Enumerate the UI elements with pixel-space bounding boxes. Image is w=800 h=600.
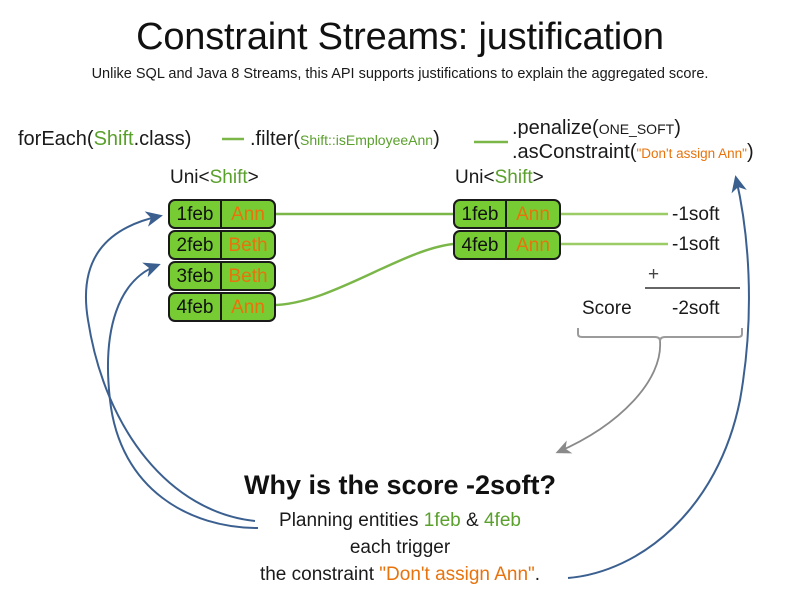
- as-constraint-prefix: .asConstraint(: [512, 141, 637, 163]
- explanation-line-1: Planning entities 1feb & 4feb: [0, 510, 800, 532]
- as-constraint-name: "Don't assign Ann": [636, 146, 747, 161]
- penalize-suffix: ): [674, 117, 681, 139]
- shift-chip-date: 1feb: [455, 201, 507, 227]
- shift-chip-date: 1feb: [170, 201, 222, 227]
- explanation-line3-suffix: .: [534, 564, 541, 585]
- code-penalize: .penalize(ONE_SOFT): [512, 117, 681, 140]
- code-as-constraint: .asConstraint("Don't assign Ann"): [512, 141, 754, 164]
- shift-chip-employee: Ann: [231, 203, 265, 225]
- explanation-line-3: the constraint "Don't assign Ann".: [0, 564, 800, 586]
- shift-stack-left: 1feb Ann 2feb Beth 3feb Beth 4feb Ann: [168, 199, 276, 323]
- explanation-line-2: each trigger: [349, 537, 451, 558]
- filter-prefix: .filter(: [250, 128, 300, 150]
- filter-suffix: ): [433, 128, 440, 150]
- uni-left-type: Shift: [209, 167, 248, 188]
- shift-chip[interactable]: 1feb Ann: [453, 199, 561, 229]
- shift-chip[interactable]: 1feb Ann: [168, 199, 276, 229]
- shift-stack-right: 1feb Ann 4feb Ann: [453, 199, 561, 261]
- foreach-prefix: forEach(: [18, 128, 94, 150]
- uni-left-prefix: Uni<: [170, 167, 210, 188]
- uni-right-prefix: Uni<: [455, 167, 495, 188]
- as-constraint-suffix: ): [746, 141, 754, 163]
- shift-chip-employee: Ann: [231, 296, 265, 318]
- shift-chip[interactable]: 4feb Ann: [168, 292, 276, 322]
- page-title: Constraint Streams: justification: [136, 16, 664, 58]
- score-explain-arrow: [555, 340, 661, 454]
- shift-chip-date: 2feb: [170, 232, 222, 258]
- explanation-date-a: 1feb: [423, 510, 461, 531]
- penalize-prefix: .penalize(: [512, 117, 599, 139]
- foreach-type: Shift: [93, 128, 134, 150]
- shift-chip-employee: Beth: [228, 265, 268, 287]
- explanation-line3-prefix: the constraint: [259, 564, 380, 585]
- explanation-heading: Why is the score -2soft?: [243, 470, 557, 500]
- shift-chip-employee: Ann: [516, 203, 550, 225]
- explanation-line1-joiner: &: [460, 510, 484, 531]
- penalty-value-2: -1soft: [672, 234, 720, 255]
- score-total-value: -2soft: [672, 298, 720, 319]
- sum-operator: +: [648, 264, 660, 285]
- uni-right-type: Shift: [494, 167, 533, 188]
- score-label: Score: [582, 298, 632, 319]
- shift-chip-date: 4feb: [170, 294, 222, 320]
- penalize-constant: ONE_SOFT: [598, 121, 675, 137]
- shift-chip[interactable]: 4feb Ann: [453, 230, 561, 260]
- shift-chip-date: 3feb: [170, 263, 222, 289]
- uni-left-suffix: >: [247, 167, 259, 188]
- uni-right-suffix: >: [532, 167, 544, 188]
- penalty-value-1: -1soft: [672, 204, 720, 225]
- code-foreach: forEach(Shift.class): [18, 128, 191, 151]
- shift-chip-employee: Ann: [516, 234, 550, 256]
- uni-label-right: Uni<Shift>: [455, 167, 544, 189]
- uni-label-left: Uni<Shift>: [170, 167, 259, 189]
- explanation-line1-prefix: Planning entities: [279, 510, 424, 531]
- page-subtitle: Unlike SQL and Java 8 Streams, this API …: [91, 66, 709, 82]
- shift-chip-date: 4feb: [455, 232, 507, 258]
- filter-method-ref: Shift::isEmployeeAnn: [300, 132, 434, 148]
- foreach-suffix: .class): [133, 128, 192, 150]
- explanation-constraint-name: "Don't assign Ann": [379, 564, 535, 585]
- shift-chip[interactable]: 2feb Beth: [168, 230, 276, 260]
- shift-chip-employee: Beth: [228, 234, 268, 256]
- explanation-date-b: 4feb: [483, 510, 521, 531]
- shift-chip[interactable]: 3feb Beth: [168, 261, 276, 291]
- code-filter: .filter(Shift::isEmployeeAnn): [250, 128, 440, 151]
- flow-line-4feb: [271, 242, 454, 307]
- score-brace: [577, 328, 743, 342]
